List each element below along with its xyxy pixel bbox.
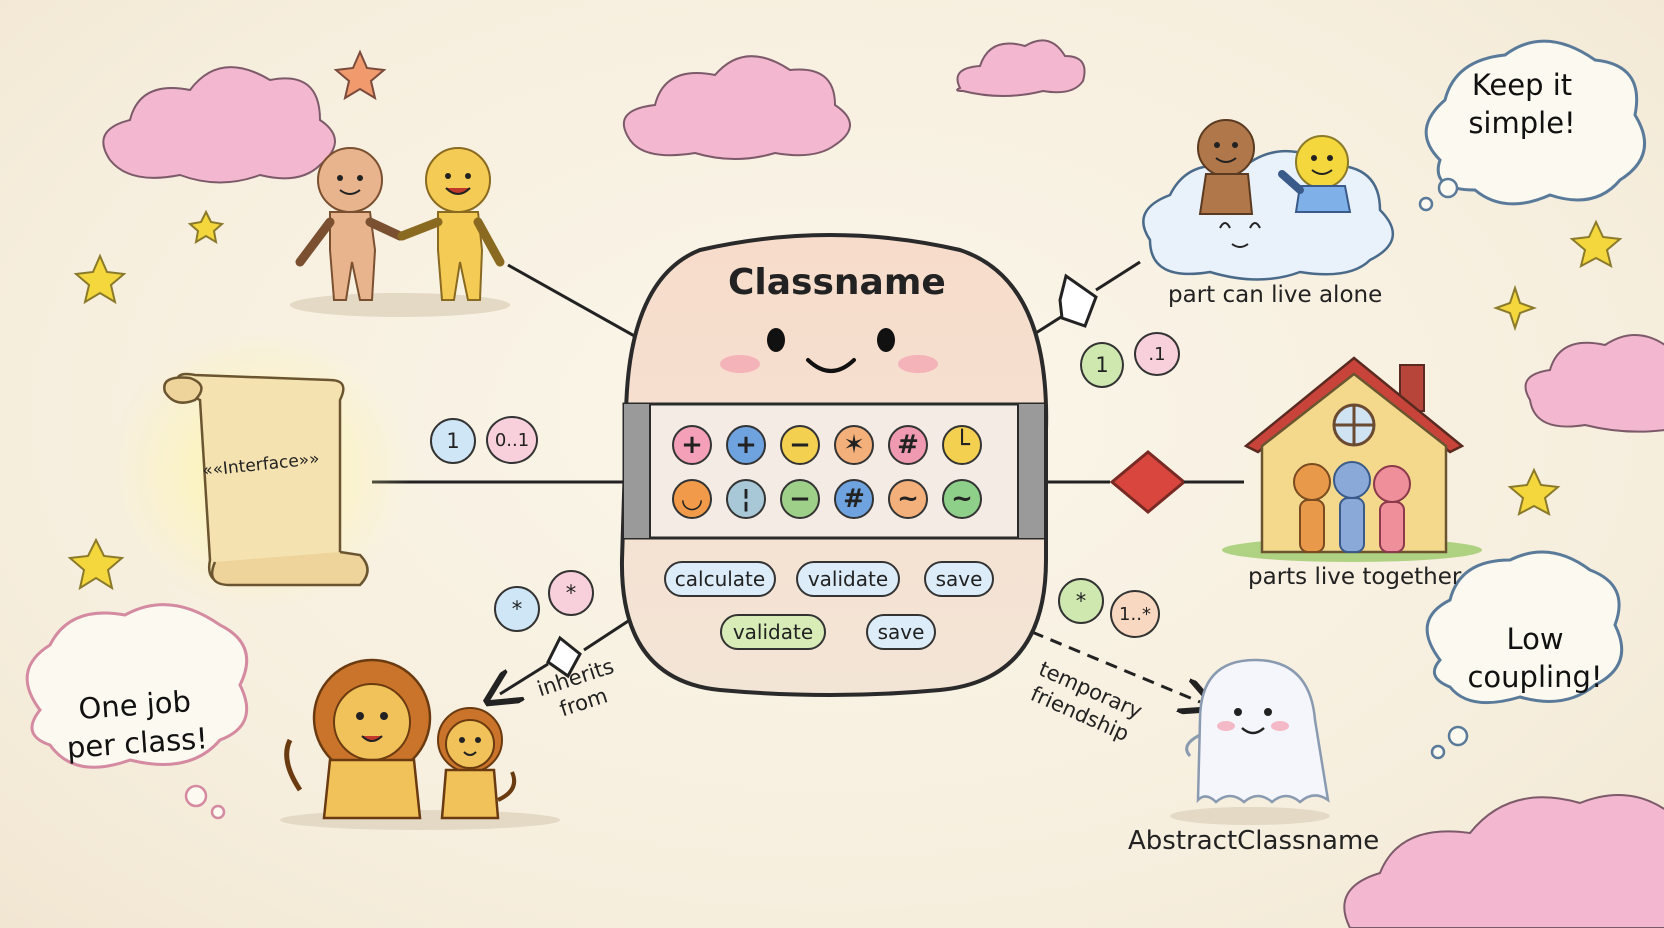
- inheritance-diamond: [546, 635, 582, 679]
- composition-line: [1046, 450, 1244, 514]
- sparkle-icon-right: [1493, 284, 1537, 332]
- composition-diamond: [1109, 450, 1187, 514]
- cloud-top-left: [102, 66, 336, 184]
- method-pill: calculate: [664, 561, 776, 597]
- thought-line: simple!: [1468, 106, 1576, 140]
- aggregation-line: [1027, 260, 1141, 340]
- protected-symbol-icon: #: [834, 479, 874, 519]
- thought-line: Low: [1506, 622, 1564, 656]
- multiplicity-bubble: *: [548, 570, 594, 616]
- thought-text-keep-simple: Keep it simple!: [1448, 66, 1596, 142]
- multiplicity-bubble: .1: [1134, 332, 1180, 376]
- smile: [806, 358, 856, 373]
- thought-text-low-coupling: Low coupling!: [1450, 620, 1620, 696]
- multiplicity-bubble: 1..*: [1110, 590, 1160, 638]
- multiplicity-bubble: *: [1058, 578, 1104, 624]
- aggregation-label: part can live alone: [1168, 282, 1383, 308]
- association-line: [507, 263, 639, 340]
- thought-line: Keep it: [1471, 68, 1573, 102]
- class-title: Classname: [728, 262, 946, 303]
- public-symbol-icon: +: [672, 425, 712, 465]
- class-body: [619, 233, 1049, 697]
- dependency-line: [1031, 630, 1200, 702]
- package-symbol-icon: ~: [888, 479, 928, 519]
- lion-parent-and-cub: [280, 658, 560, 830]
- smile-symbol-icon: ◡: [672, 479, 712, 519]
- star-icon-left-lower: [67, 537, 125, 591]
- ghost-abstract-class: [1170, 658, 1330, 825]
- multiplicity-bubble: 1: [430, 418, 476, 464]
- left-eye: [767, 328, 785, 352]
- public-symbol-icon: +: [726, 425, 766, 465]
- interface-scroll: [110, 330, 410, 610]
- thought-bubble-right: [1425, 550, 1624, 760]
- thought-bubble-bottom-left: [25, 603, 249, 820]
- multiplicity-bubble: 1: [1080, 342, 1124, 388]
- cloud-top-center: [622, 55, 851, 160]
- cloud-top-mid: [956, 39, 1086, 97]
- private-symbol-icon: −: [780, 479, 820, 519]
- package-symbol-icon: ~: [942, 479, 982, 519]
- composition-label: parts live together: [1248, 564, 1462, 590]
- protected-symbol-icon: #: [888, 425, 928, 465]
- star-icon-right-top: [1569, 219, 1623, 268]
- star-icon-left-small: [187, 209, 225, 244]
- cloud-bottom-right: [1343, 794, 1664, 928]
- method-pill: save: [866, 614, 936, 650]
- private-symbol-icon: −: [780, 425, 820, 465]
- thought-bubble-top-right: [1418, 39, 1647, 212]
- method-pill: save: [924, 561, 994, 597]
- abstract-class-label: AbstractClassname: [1128, 826, 1380, 856]
- cloud-right: [1524, 334, 1664, 433]
- method-pill: validate: [720, 614, 826, 650]
- badge-symbol-icon: ✶: [834, 425, 874, 465]
- house-with-family: [1222, 356, 1482, 562]
- holding-hands-figures: [290, 147, 510, 317]
- right-eye: [877, 328, 895, 352]
- star-icon-top: [333, 49, 387, 101]
- star-icon-right-mid: [1507, 467, 1561, 516]
- cloud-with-figures: [1142, 119, 1395, 281]
- multiplicity-bubble: 0..1: [486, 416, 538, 464]
- multiplicity-bubble: *: [494, 586, 540, 632]
- star-icon-left: [73, 253, 127, 305]
- thought-line: coupling!: [1467, 660, 1603, 694]
- aggregation-diamond: [1058, 273, 1098, 328]
- mixed-symbol-icon: ¦: [726, 479, 766, 519]
- thought-text-one-job: One job per class!: [44, 680, 229, 768]
- method-pill: validate: [796, 561, 900, 597]
- clock-symbol-icon: └: [942, 425, 982, 465]
